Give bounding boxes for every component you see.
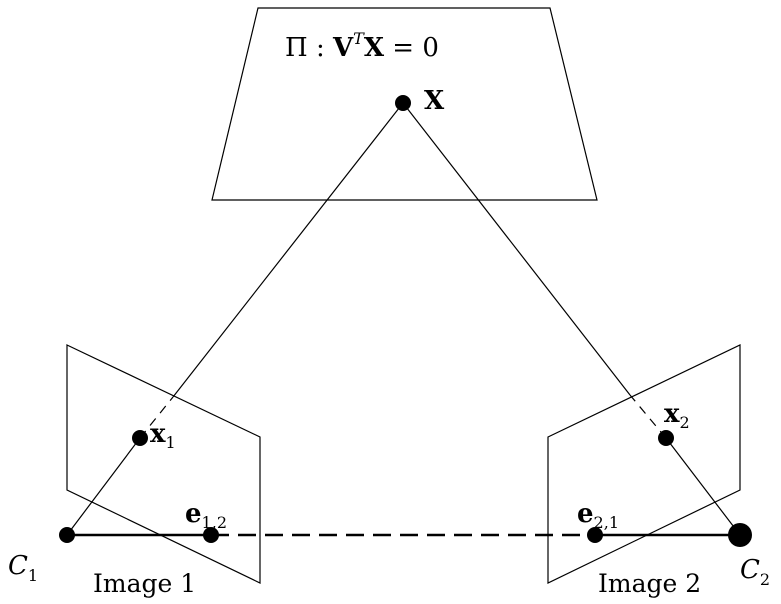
ray-c2-x2: [665, 437, 741, 536]
ray-to-world-point-1: [172, 102, 404, 398]
image-point-x1: [132, 430, 148, 446]
camera-center-2-label: C2: [740, 555, 770, 589]
camera-center-2: [728, 523, 752, 547]
epipole-e12: [203, 527, 219, 543]
epipole-e12-label: e1,2: [185, 499, 227, 532]
plane-pi: [211, 7, 598, 201]
world-point-label: X: [424, 86, 445, 116]
plane-equation: Π : VTX = 0: [285, 29, 439, 63]
camera-center-1-label: C1: [8, 551, 38, 585]
image-plane-1: [66, 344, 261, 584]
image-plane-2: [547, 344, 741, 584]
image-point-x2-label: x2: [664, 399, 690, 432]
camera-center-1: [59, 527, 75, 543]
epipole-e21-label: e2,1: [577, 499, 619, 532]
image-2-label: Image 2: [598, 569, 701, 598]
ray-to-world-point-2: [402, 102, 631, 396]
image-point-x2: [658, 430, 674, 446]
ray-c1-x1: [66, 437, 141, 536]
image-point-x1-label: x1: [150, 419, 176, 452]
world-point-x: [395, 95, 411, 111]
ray-x2-image-edge-hidden: [629, 394, 667, 439]
epipole-e21: [587, 527, 603, 543]
ray-x1-image-edge-hidden: [139, 396, 174, 439]
image-1-label: Image 1: [93, 569, 196, 598]
